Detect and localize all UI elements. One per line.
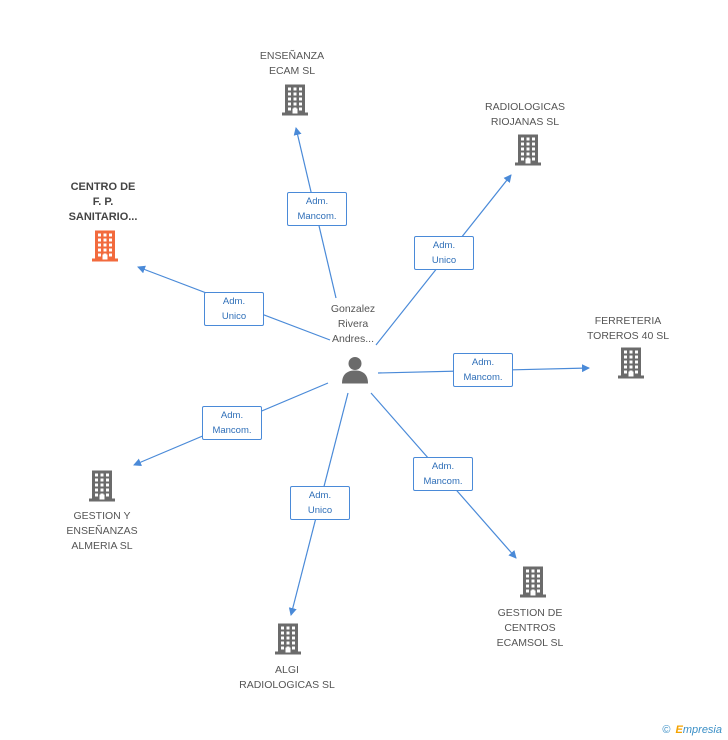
edge-role-label-centro[interactable]: Adm. Unico (204, 292, 264, 326)
brand-logo-initial: E (675, 724, 683, 736)
brand-logo-text: mpresia (682, 724, 722, 736)
edge-role-label-ensenanza[interactable]: Adm. Mancom. (287, 192, 347, 226)
brand-footer: © Empresia (662, 724, 722, 736)
company-label-ensenanza[interactable]: ENSEÑANZA ECAM SL (259, 50, 325, 77)
company-label-algi[interactable]: ALGI RADIOLOGICAS SL (239, 664, 335, 691)
company-label-gestion-centros[interactable]: GESTION DE CENTROS ECAMSOL SL (496, 607, 564, 649)
company-label-gestion-ensenanzas[interactable]: GESTION Y ENSEÑANZAS ALMERIA SL (66, 510, 138, 552)
edge-role-label-radiologicas-riojanas[interactable]: Adm. Unico (414, 236, 474, 270)
building-icon-radiologicas-riojanas[interactable] (515, 134, 541, 171)
building-icon-ferreteria[interactable] (618, 347, 644, 384)
edge-role-label-gestion-ensenanzas[interactable]: Adm. Mancom. (202, 406, 262, 440)
building-icon-gestion-ensenanzas[interactable] (89, 470, 115, 507)
building-icon-algi[interactable] (275, 623, 301, 660)
edge-role-label-gestion-centros[interactable]: Adm. Mancom. (413, 457, 473, 491)
building-icon-gestion-centros[interactable] (520, 566, 546, 603)
building-icon-ensenanza[interactable] (282, 84, 308, 121)
edge-role-label-algi[interactable]: Adm. Unico (290, 486, 350, 520)
person-icon[interactable] (340, 355, 370, 390)
center-person-label[interactable]: Gonzalez Rivera Andres... (330, 303, 376, 345)
company-label-centro[interactable]: CENTRO DE F. P. SANITARIO... (68, 181, 138, 223)
edge-role-label-ferreteria[interactable]: Adm. Mancom. (453, 353, 513, 387)
company-label-radiologicas-riojanas[interactable]: RADIOLOGICAS RIOJANAS SL (485, 101, 565, 128)
company-label-ferreteria[interactable]: FERRETERIA TOREROS 40 SL (586, 315, 670, 342)
copyright-icon: © (662, 724, 671, 736)
building-icon-centro[interactable] (92, 230, 118, 267)
